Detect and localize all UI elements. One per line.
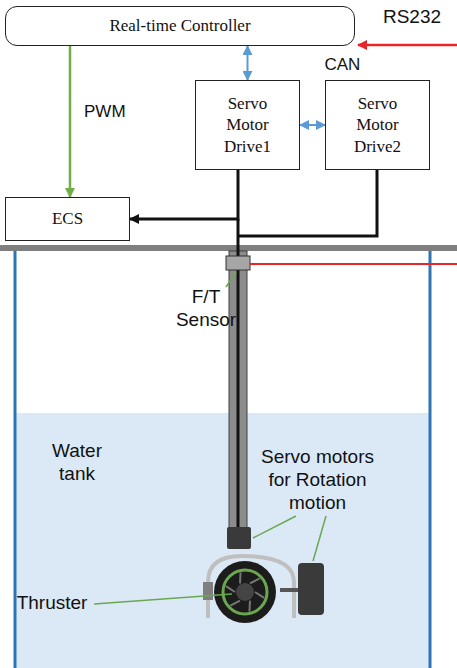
servo-motor bbox=[298, 563, 324, 615]
part-name: Servo motors for Rotation motion bbox=[250, 446, 385, 514]
blade bbox=[255, 592, 264, 598]
part-name: Water tank bbox=[32, 440, 122, 486]
frame-joint bbox=[203, 582, 213, 600]
thruster-blades bbox=[226, 572, 264, 611]
connector-arrow bbox=[247, 46, 249, 80]
blade bbox=[239, 572, 242, 583]
tank-wall bbox=[14, 251, 17, 668]
sensor-signal-line bbox=[250, 263, 457, 265]
ecs-box: ECS bbox=[5, 197, 130, 241]
servo-drive-box: Servo Motor Drive2 bbox=[325, 80, 430, 170]
connector-arrow bbox=[300, 124, 325, 126]
box-label: Real-time Controller bbox=[109, 15, 250, 36]
controller-box: Real-time Controller bbox=[5, 6, 355, 46]
part-name: Thruster bbox=[10, 592, 94, 615]
connector-arrow bbox=[69, 46, 72, 197]
leader-line bbox=[313, 516, 326, 561]
tank-wall bbox=[429, 251, 432, 668]
blade bbox=[230, 601, 240, 606]
servo-drive-box: Servo Motor Drive1 bbox=[195, 80, 300, 170]
thruster bbox=[214, 561, 276, 623]
leader-line bbox=[253, 516, 296, 538]
ft-sensor bbox=[226, 256, 250, 270]
connector-arrow bbox=[130, 170, 238, 219]
signal-name: RS232 bbox=[372, 6, 452, 29]
signal-name: CAN bbox=[323, 55, 363, 75]
blade bbox=[226, 586, 235, 592]
part-name: F/T Sensor bbox=[168, 286, 244, 332]
axle bbox=[280, 588, 300, 592]
box-label: ECS bbox=[52, 208, 83, 229]
blade bbox=[248, 601, 251, 612]
water bbox=[16, 413, 429, 668]
box-label: Servo Motor Drive1 bbox=[217, 93, 279, 157]
blade bbox=[250, 578, 260, 583]
leader-line bbox=[94, 594, 232, 604]
mounting-plate bbox=[0, 245, 457, 251]
signal-name: PWM bbox=[82, 102, 128, 122]
box-label: Servo Motor Drive2 bbox=[347, 93, 409, 157]
leader-line bbox=[226, 272, 236, 287]
motor-cable bbox=[238, 170, 377, 236]
rs232-line bbox=[358, 44, 457, 47]
servo-motor bbox=[227, 527, 251, 549]
thruster-hub bbox=[236, 583, 254, 601]
thruster-ring bbox=[223, 570, 267, 614]
